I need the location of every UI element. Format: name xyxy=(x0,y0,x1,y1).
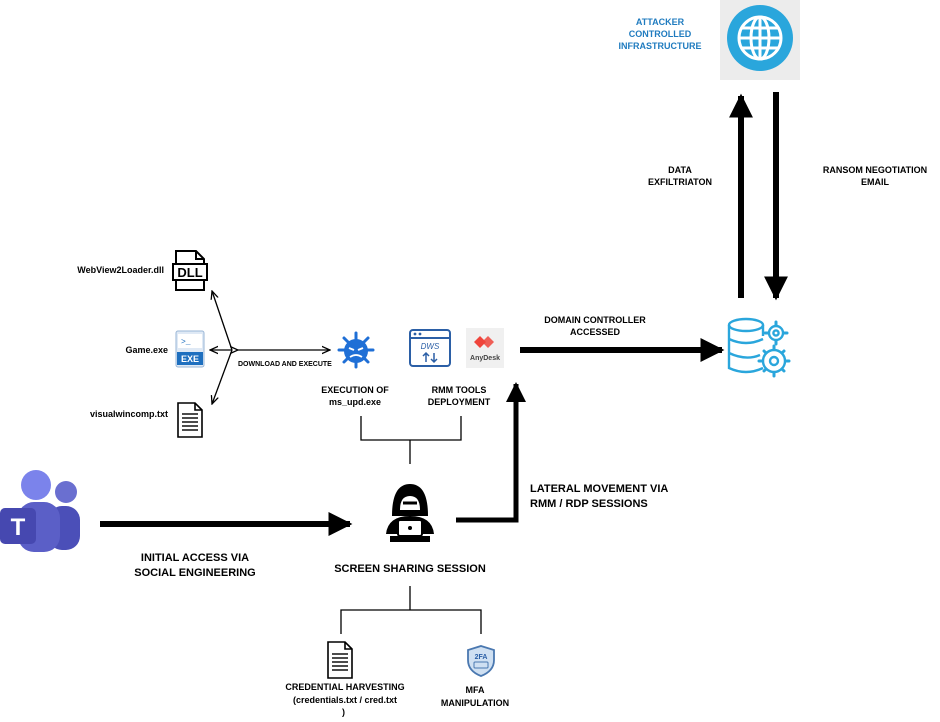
svg-text:>_: >_ xyxy=(181,338,191,347)
anydesk-label: AnyDesk xyxy=(470,355,500,362)
exe-file-label: Game.exe xyxy=(125,345,168,355)
dll-file-label: WebView2Loader.dll xyxy=(77,265,164,275)
anydesk-icon: AnyDesk xyxy=(466,328,504,368)
malware-execution-label: EXECUTION OF ms_upd.exe xyxy=(321,385,389,408)
dll-file-icon: DLL xyxy=(170,250,210,297)
lateral-movement-arrow xyxy=(456,382,526,523)
2fa-shield-icon: 2FA xyxy=(466,645,496,682)
initial-access-label: INITIAL ACCESS VIA SOCIAL ENGINEERING xyxy=(134,552,256,579)
virus-icon xyxy=(336,330,376,375)
microsoft-teams-icon: T xyxy=(0,468,82,557)
globe-icon xyxy=(727,5,793,71)
dll-icon-text: DLL xyxy=(177,265,202,280)
credential-harvesting-label: CREDENTIAL HARVESTING (credentials.txt /… xyxy=(285,682,405,718)
database-gear-icon xyxy=(724,316,794,387)
rmm-tools-label: RMM TOOLS DEPLOYMENT xyxy=(427,385,491,408)
infrastructure-node xyxy=(720,0,800,80)
hacker-icon xyxy=(384,476,436,553)
text-file-icon xyxy=(176,402,204,443)
teams-icon-letter: T xyxy=(11,514,26,541)
mfa-label: MFA MANIPULATION xyxy=(440,685,510,709)
rmm-icon-text: DWS xyxy=(421,342,440,351)
document-icon xyxy=(326,641,354,684)
2fa-icon-text: 2FA xyxy=(475,654,488,661)
ransom-negotiation-label: RANSOM NEGOTIATION EMAIL xyxy=(822,165,928,188)
txt-file-label: visualwincomp.txt xyxy=(89,409,168,419)
exe-icon-text: EXE xyxy=(181,354,199,364)
infrastructure-label: ATTACKER CONTROLLED INFRASTRUCTURE xyxy=(618,17,702,52)
download-execute-label: DOWNLOAD AND EXECUTE xyxy=(238,361,332,368)
download-execute-arrows xyxy=(210,291,330,404)
domain-controller-label: DOMAIN CONTROLLER ACCESSED xyxy=(544,315,646,338)
exe-file-icon: >_ EXE xyxy=(174,330,206,373)
tools-bracket xyxy=(360,416,462,464)
outcomes-bracket xyxy=(340,586,482,634)
data-exfiltration-label: DATA EXFILTRIATON xyxy=(648,165,712,188)
rmm-window-icon: DWS xyxy=(409,329,451,372)
lateral-movement-label: LATERAL MOVEMENT VIA RMM / RDP SESSIONS xyxy=(530,483,669,510)
screen-sharing-label: SCREEN SHARING SESSION xyxy=(334,563,486,575)
